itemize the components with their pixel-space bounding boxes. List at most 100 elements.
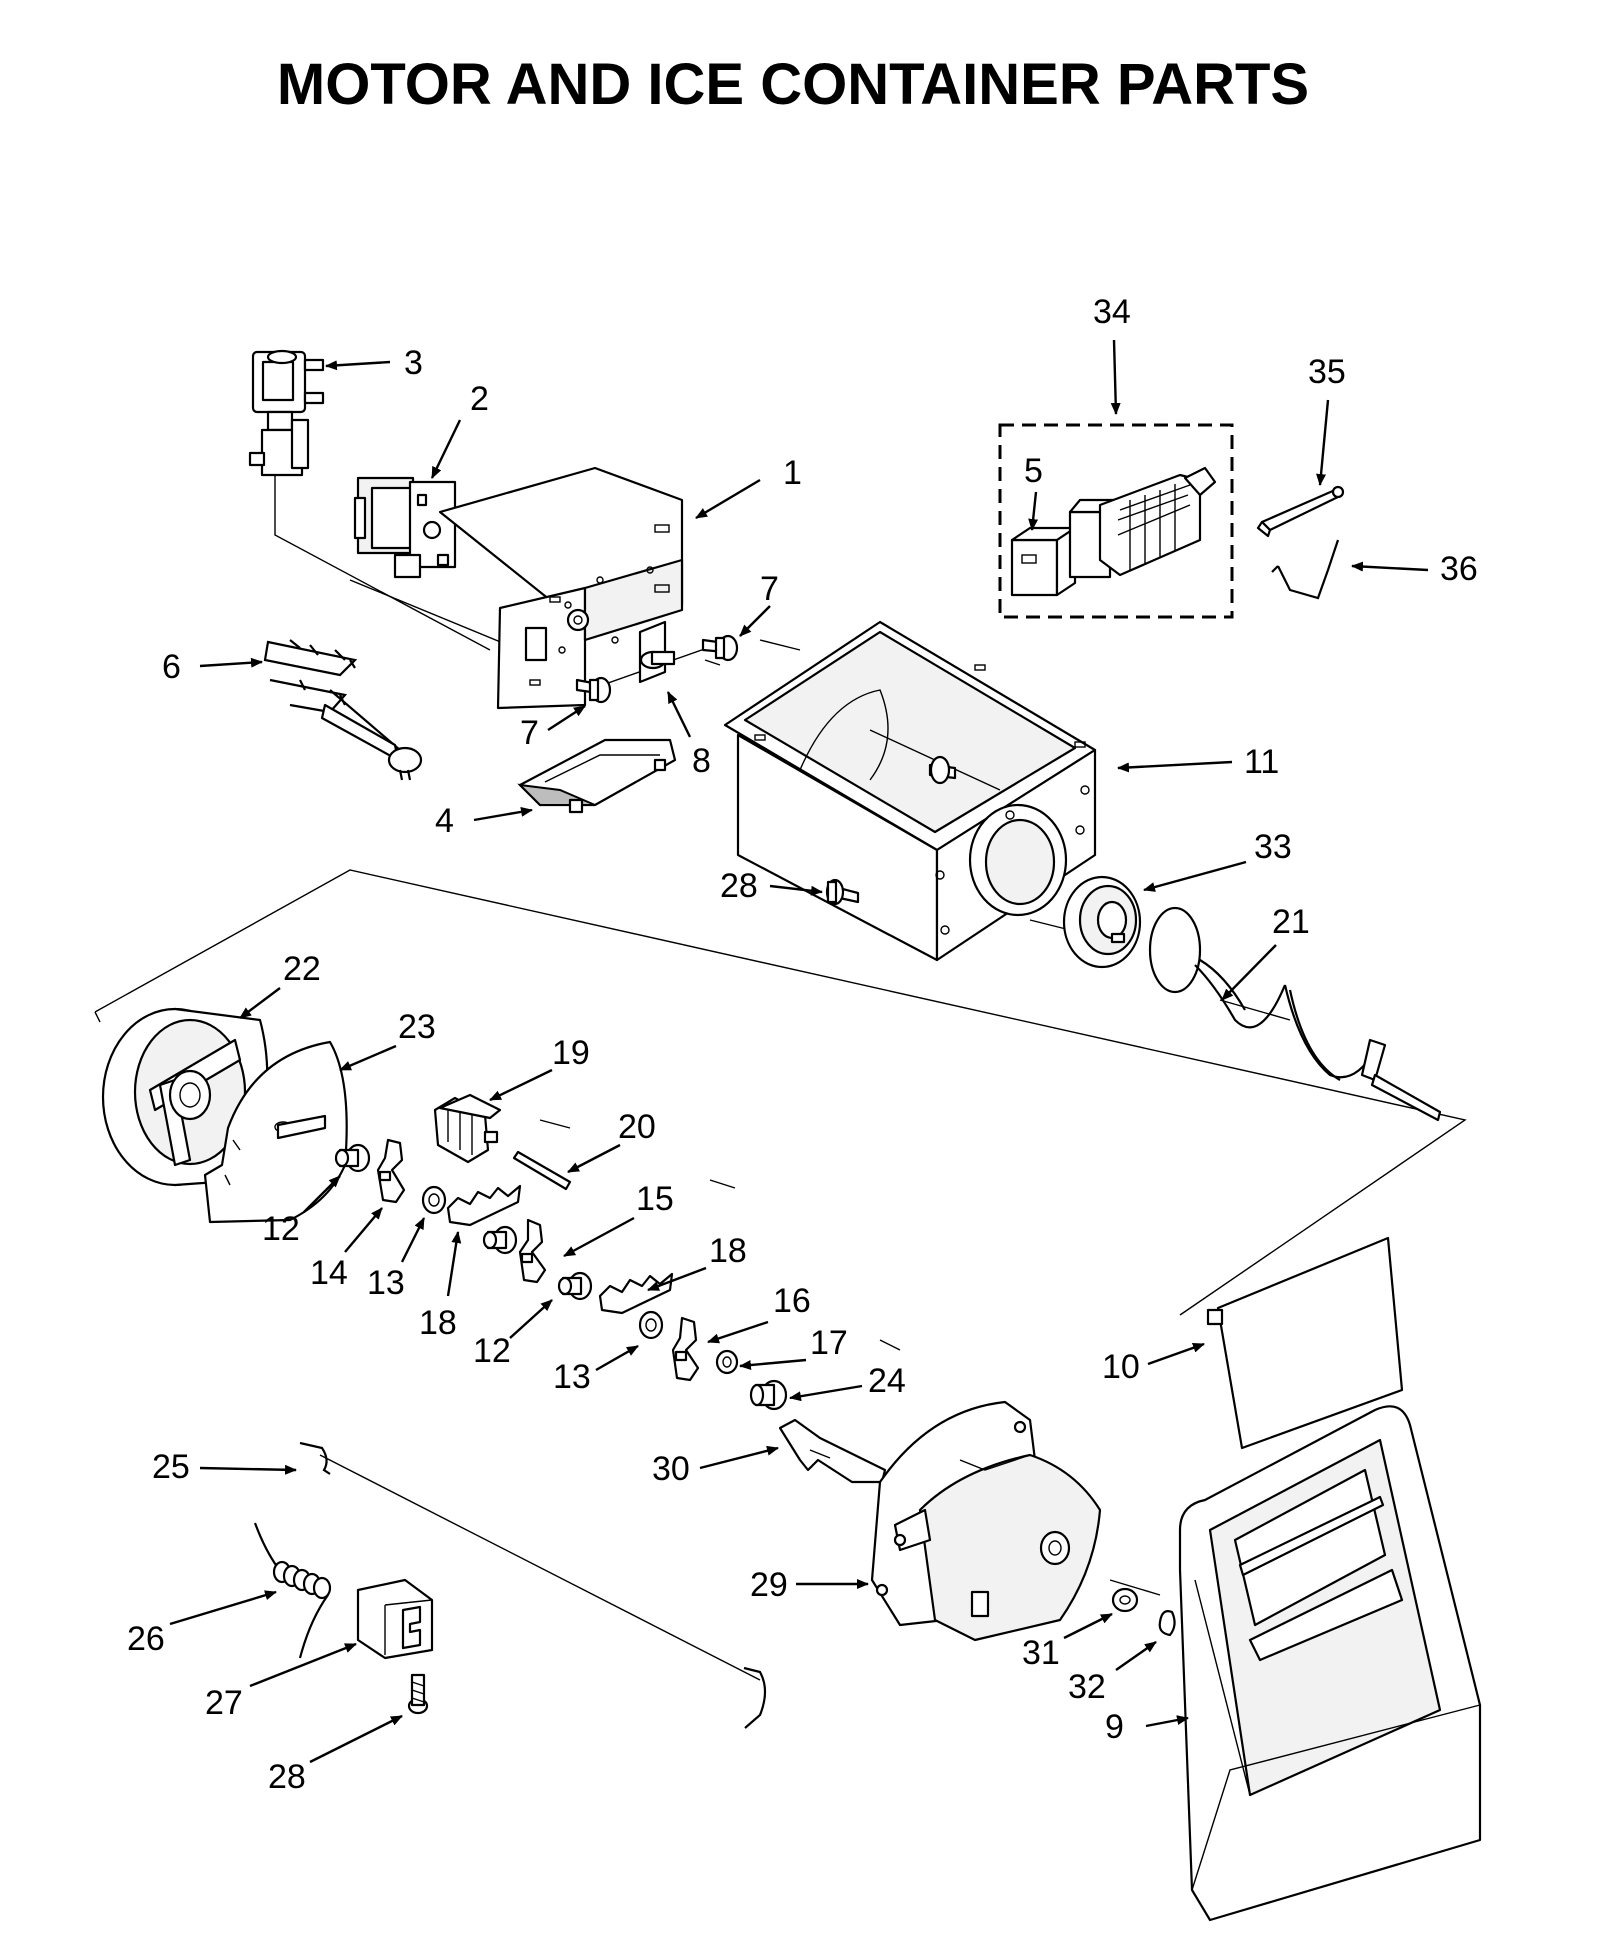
motor-cover — [517, 738, 677, 814]
nut — [749, 1379, 788, 1411]
washer — [421, 1185, 447, 1215]
bracket — [638, 620, 676, 684]
ice-container — [723, 620, 1097, 962]
callout-7-upper: 7 — [739, 570, 779, 637]
callout-21: 21 — [1221, 903, 1310, 1001]
screw — [825, 878, 860, 906]
svg-text:1: 1 — [783, 454, 802, 492]
blade — [376, 1138, 406, 1204]
svg-text:23: 23 — [398, 1008, 436, 1046]
svg-text:25: 25 — [152, 1448, 190, 1486]
screw — [407, 1673, 429, 1715]
callout-19: 19 — [489, 1034, 590, 1102]
callout-23: 23 — [339, 1008, 436, 1072]
callout-35: 35 — [1308, 353, 1346, 486]
callout-28-upper: 28 — [720, 867, 823, 905]
motor-mount-bracket — [438, 466, 684, 710]
svg-text:7: 7 — [520, 714, 539, 752]
svg-text:18: 18 — [419, 1304, 457, 1342]
svg-text:19: 19 — [552, 1034, 590, 1072]
callout-2: 2 — [430, 380, 489, 479]
washer — [1111, 1587, 1139, 1613]
svg-text:29: 29 — [750, 1566, 788, 1604]
callout-22: 22 — [239, 950, 321, 1019]
water-valve — [248, 349, 325, 477]
screw — [701, 634, 739, 662]
svg-text:13: 13 — [553, 1358, 591, 1396]
callouts: 1 2 3 34 35 5 36 7 — [127, 293, 1478, 1796]
svg-text:21: 21 — [1272, 903, 1310, 941]
callout-28-lower: 28 — [268, 1714, 403, 1796]
callout-4: 4 — [435, 802, 533, 840]
callout-5: 5 — [1024, 452, 1043, 531]
blade — [518, 1218, 547, 1284]
callout-18-right: 18 — [647, 1232, 747, 1292]
spring — [253, 1522, 332, 1659]
callout-15: 15 — [563, 1180, 674, 1258]
dispenser-chute — [1178, 1405, 1482, 1922]
callout-30: 30 — [652, 1445, 779, 1488]
callout-14: 14 — [310, 1207, 383, 1292]
callout-34: 34 — [1093, 293, 1131, 415]
svg-text:28: 28 — [268, 1758, 306, 1796]
gasket-strip — [299, 1441, 767, 1729]
svg-text:35: 35 — [1308, 353, 1346, 391]
callout-25: 25 — [152, 1448, 297, 1486]
shaft-pin — [512, 1150, 572, 1191]
callout-31: 31 — [1022, 1612, 1113, 1672]
svg-text:16: 16 — [773, 1282, 811, 1320]
svg-text:15: 15 — [636, 1180, 674, 1218]
callout-32: 32 — [1068, 1641, 1157, 1706]
callout-6: 6 — [162, 648, 263, 686]
wire-harness — [263, 639, 423, 781]
bearing — [1062, 875, 1142, 969]
svg-text:26: 26 — [127, 1620, 165, 1658]
diagram-title: MOTOR AND ICE CONTAINER PARTS — [277, 52, 1309, 117]
heater-strip — [1256, 485, 1345, 538]
crusher-blade — [446, 1184, 522, 1227]
callout-18-left: 18 — [419, 1231, 462, 1342]
callout-11: 11 — [1117, 743, 1279, 781]
door-bracket — [356, 1578, 434, 1660]
svg-text:20: 20 — [618, 1108, 656, 1146]
callout-20: 20 — [567, 1108, 656, 1174]
blade — [671, 1316, 700, 1382]
svg-text:12: 12 — [473, 1332, 511, 1370]
wire-clip — [1271, 539, 1340, 600]
screw — [575, 676, 612, 704]
spacer — [334, 1143, 371, 1173]
callout-9: 9 — [1105, 1708, 1189, 1746]
crusher-blade — [598, 1272, 674, 1315]
svg-text:22: 22 — [283, 950, 321, 988]
callout-1: 1 — [695, 454, 802, 520]
svg-text:9: 9 — [1105, 1708, 1124, 1746]
svg-text:24: 24 — [868, 1362, 906, 1400]
retaining-clip — [1158, 1610, 1176, 1637]
svg-text:13: 13 — [367, 1264, 405, 1302]
auger — [1148, 906, 1442, 1122]
callout-29: 29 — [750, 1566, 869, 1604]
svg-text:31: 31 — [1022, 1634, 1060, 1672]
callout-3: 3 — [325, 344, 423, 382]
callout-12-center: 12 — [473, 1299, 553, 1370]
callout-24: 24 — [789, 1362, 906, 1402]
svg-text:27: 27 — [205, 1684, 243, 1722]
svg-text:7: 7 — [760, 570, 779, 608]
svg-text:4: 4 — [435, 802, 454, 840]
spacer — [557, 1271, 593, 1301]
door-flap — [1206, 1236, 1404, 1450]
svg-text:34: 34 — [1093, 293, 1131, 331]
auger-motor — [353, 476, 457, 579]
svg-text:32: 32 — [1068, 1668, 1106, 1706]
icemaker-kit — [998, 423, 1234, 619]
callout-26: 26 — [127, 1590, 277, 1658]
callout-27: 27 — [205, 1642, 357, 1722]
callout-13-left: 13 — [367, 1217, 426, 1302]
svg-text:5: 5 — [1024, 452, 1043, 490]
svg-text:36: 36 — [1440, 550, 1478, 588]
svg-text:12: 12 — [262, 1210, 300, 1248]
callout-10: 10 — [1102, 1342, 1205, 1386]
svg-text:3: 3 — [404, 344, 423, 382]
callout-12-left: 12 — [262, 1175, 341, 1248]
